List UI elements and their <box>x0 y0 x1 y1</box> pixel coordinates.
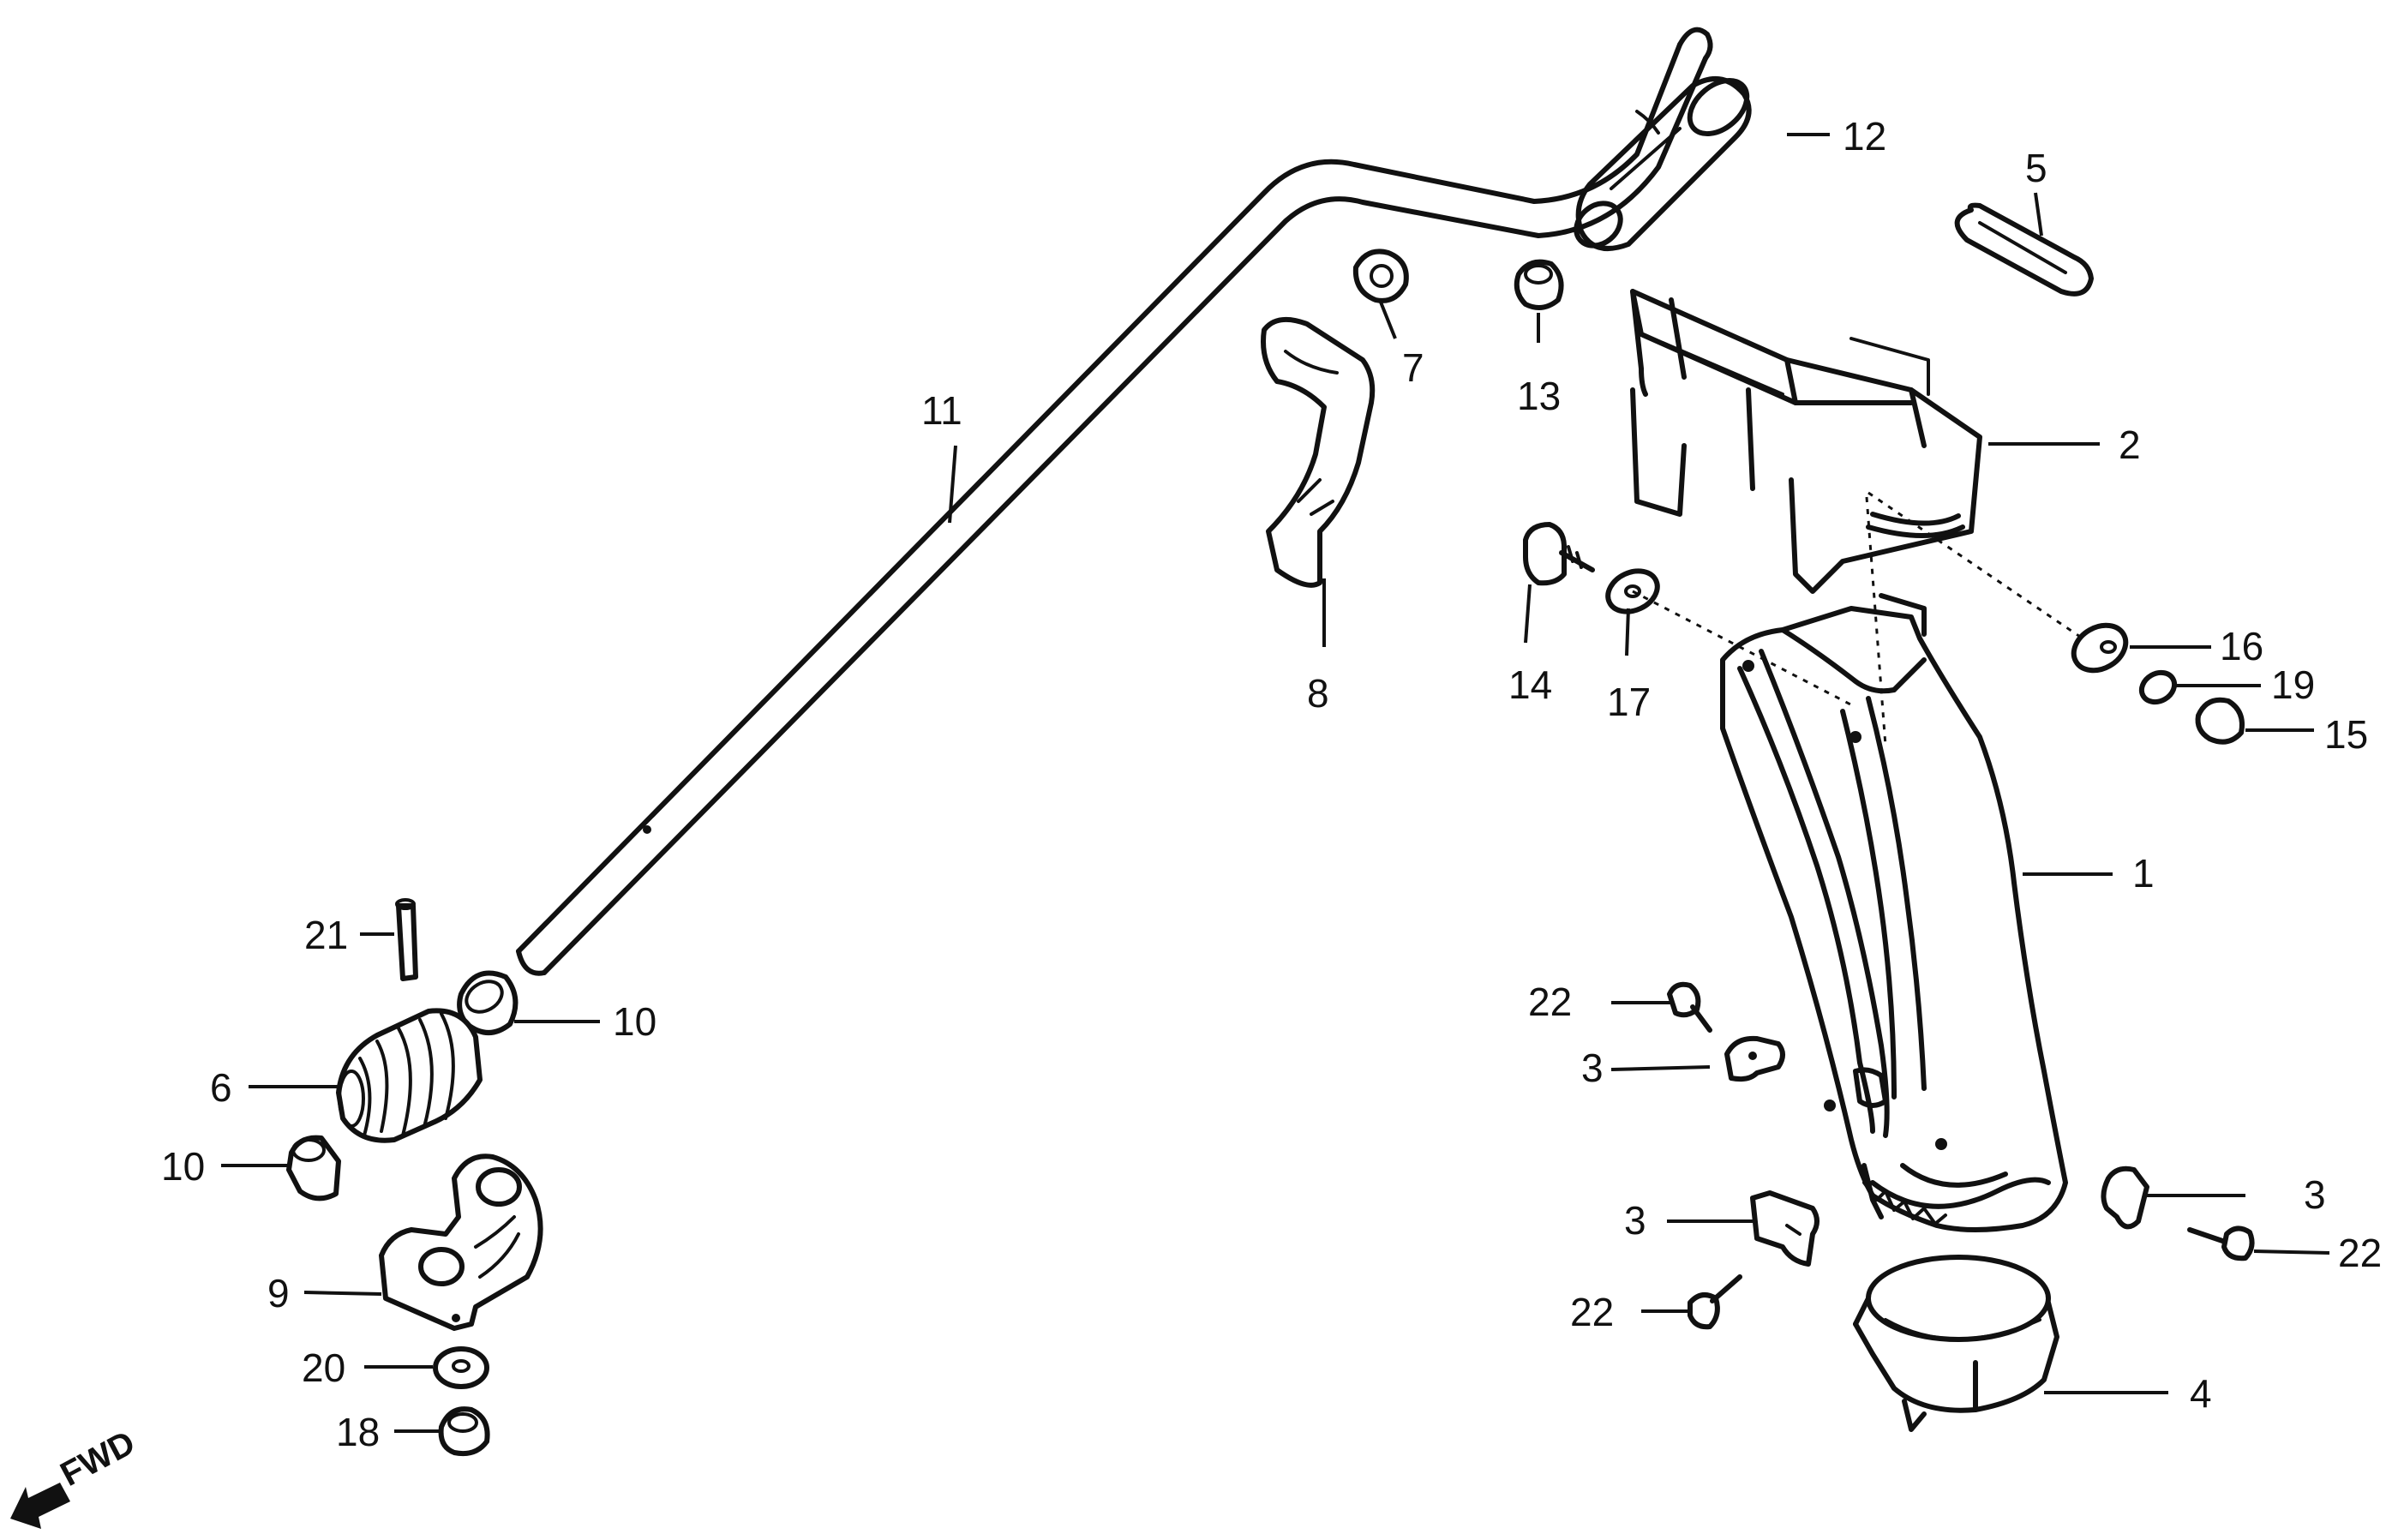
callout-3c: 3 <box>2304 1172 2326 1217</box>
callout-14: 14 <box>1508 662 1552 707</box>
handle-grip <box>1574 76 1752 251</box>
clamp-3b <box>1750 1190 1819 1267</box>
callout-7: 7 <box>1402 345 1424 390</box>
pin-21 <box>395 898 418 981</box>
discharge-chute <box>1720 593 2068 1232</box>
cap-nut <box>1514 259 1564 310</box>
callout-6: 6 <box>210 1065 232 1110</box>
callout-18: 18 <box>336 1410 380 1454</box>
callouts: 11 12 5 7 13 2 8 14 17 16 19 15 1 22 3 3… <box>161 114 2382 1454</box>
callout-10b: 10 <box>161 1144 205 1189</box>
leader-lines <box>221 133 2330 1433</box>
bolt-22a <box>1667 981 1712 1033</box>
callout-5: 5 <box>2025 146 2047 190</box>
retaining-clip <box>1954 202 2094 297</box>
callout-10a: 10 <box>613 999 656 1044</box>
worm-gear <box>336 1008 483 1143</box>
bolt-14 <box>1523 522 1595 586</box>
callout-8: 8 <box>1307 671 1329 716</box>
chute-deflector <box>1630 289 1982 594</box>
washer-20 <box>433 1346 489 1389</box>
mounting-bracket <box>1261 316 1376 588</box>
bolt-22c <box>1688 1274 1742 1330</box>
washer-19 <box>2138 669 2178 705</box>
callout-9: 9 <box>267 1271 290 1315</box>
callout-22b: 22 <box>2338 1231 2382 1275</box>
callout-13: 13 <box>1517 374 1561 418</box>
washer-17 <box>1605 568 1660 614</box>
callout-12: 12 <box>1843 114 1886 159</box>
washer-16 <box>2071 622 2129 674</box>
callout-17: 17 <box>1607 680 1651 724</box>
control-rod <box>516 27 1713 976</box>
bracket-nut <box>1352 249 1409 303</box>
callout-3b: 3 <box>1624 1198 1646 1243</box>
bushing-10b <box>286 1135 341 1201</box>
callout-4: 4 <box>2190 1371 2212 1416</box>
callout-11: 11 <box>921 388 962 433</box>
callout-20: 20 <box>302 1345 345 1390</box>
fwd-indicator: FWD <box>10 1423 141 1529</box>
alignment-lines <box>1632 491 2083 746</box>
chute-base-ring <box>1853 1255 2059 1432</box>
gear-bracket <box>379 1154 543 1331</box>
cap-nut-15 <box>2195 697 2245 745</box>
clamp-3c <box>2101 1165 2149 1230</box>
callout-15: 15 <box>2324 712 2368 757</box>
callout-16: 16 <box>2220 624 2263 668</box>
fwd-arrow-icon <box>10 1483 70 1529</box>
callout-21: 21 <box>304 913 348 957</box>
callout-1: 1 <box>2132 851 2155 896</box>
callout-22a: 22 <box>1528 980 1572 1024</box>
fwd-label: FWD <box>55 1423 141 1494</box>
callout-19: 19 <box>2271 662 2315 707</box>
callout-3a: 3 <box>1581 1046 1604 1090</box>
cap-18 <box>438 1406 490 1457</box>
bolt-22b <box>2187 1225 2255 1261</box>
clamp-3a <box>1724 1035 1785 1082</box>
callout-22c: 22 <box>1570 1290 1614 1334</box>
callout-2: 2 <box>2119 422 2141 467</box>
